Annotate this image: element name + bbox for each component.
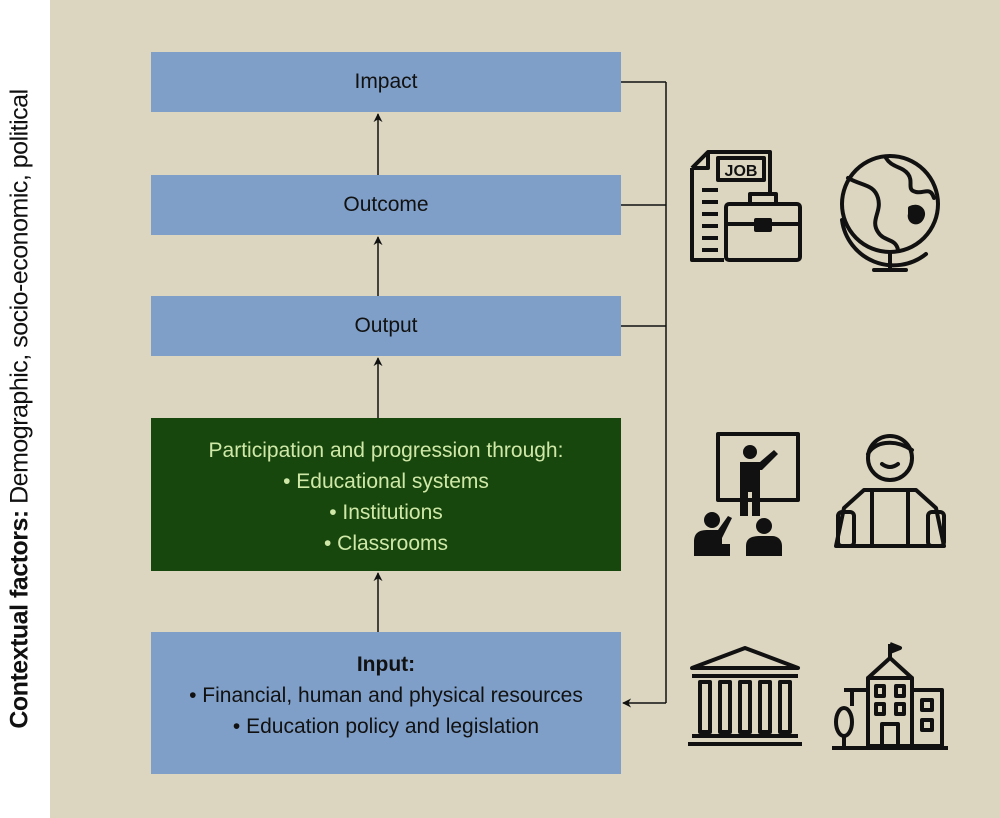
participation-item: • Classrooms [323, 532, 449, 555]
outcome-label: Outcome [343, 193, 429, 216]
globe-icon [840, 154, 940, 272]
impact-box: Impact [151, 52, 621, 112]
contextual-factors-label: Contextual factors: Demographic, socio-e… [0, 0, 40, 818]
input-title: Input: [356, 653, 416, 676]
participation-title: Participation and progression through: [208, 439, 564, 462]
contextual-factors-list: Demographic, socio-economic, political [5, 89, 34, 511]
participation-item: • Institutions [329, 501, 443, 524]
contextual-factors-bold: Contextual factors: [5, 510, 34, 729]
job-label: JOB [725, 163, 758, 180]
school-building-icon [832, 642, 948, 750]
government-building-icon [688, 646, 802, 746]
output-label: Output [354, 314, 418, 337]
impact-label: Impact [354, 70, 418, 93]
teacher-classroom-icon [694, 432, 800, 556]
input-item: • Education policy and legislation [232, 715, 540, 738]
participation-item: • Educational systems [283, 470, 489, 493]
participation-box: Participation and progression through: •… [151, 418, 621, 571]
output-box: Output [151, 296, 621, 356]
outcome-box: Outcome [151, 175, 621, 235]
job-briefcase-icon: JOB [690, 150, 802, 262]
student-icon [834, 434, 946, 548]
input-box: Input: • Financial, human and physical r… [151, 632, 621, 774]
input-item: • Financial, human and physical resource… [189, 684, 583, 707]
